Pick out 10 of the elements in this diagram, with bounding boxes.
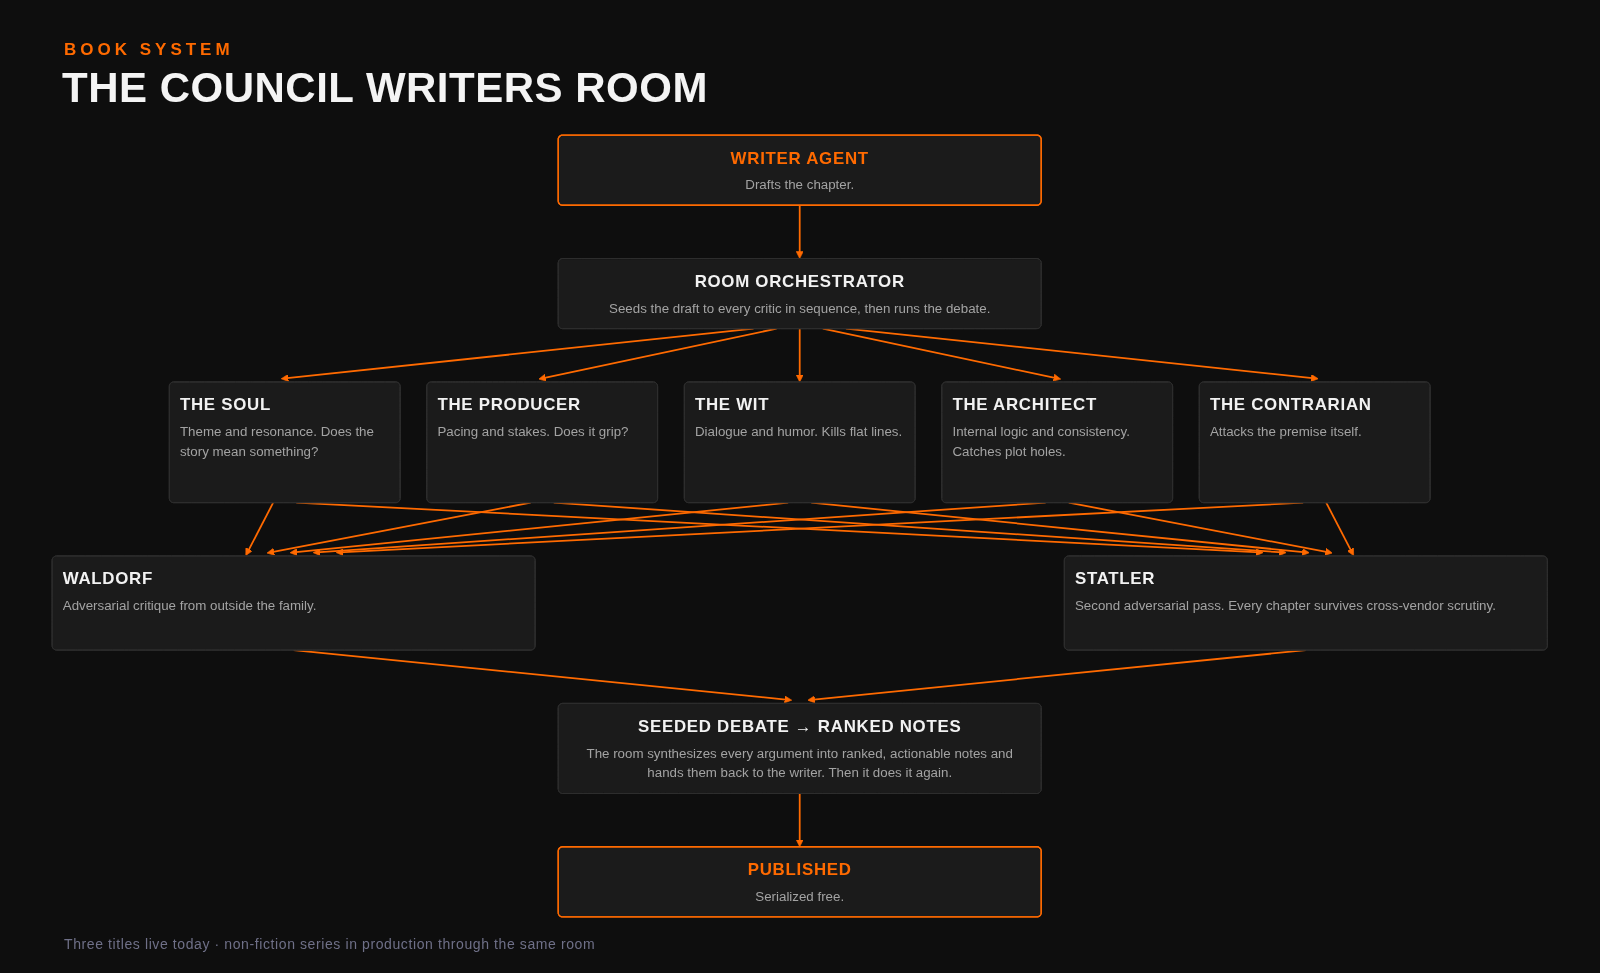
arrow <box>796 327 804 383</box>
arrow <box>1068 501 1333 556</box>
arrow <box>796 204 804 259</box>
arrow <box>796 792 804 848</box>
caption: Three titles live today · non-fiction series in production through the same room <box>64 936 596 952</box>
arrow <box>245 501 275 556</box>
arrow <box>1325 501 1355 556</box>
eyebrow-label: BOOK SYSTEM <box>64 40 234 60</box>
diagram-title: THE COUNCIL WRITERS ROOM <box>62 64 708 112</box>
arrow <box>822 327 1062 382</box>
